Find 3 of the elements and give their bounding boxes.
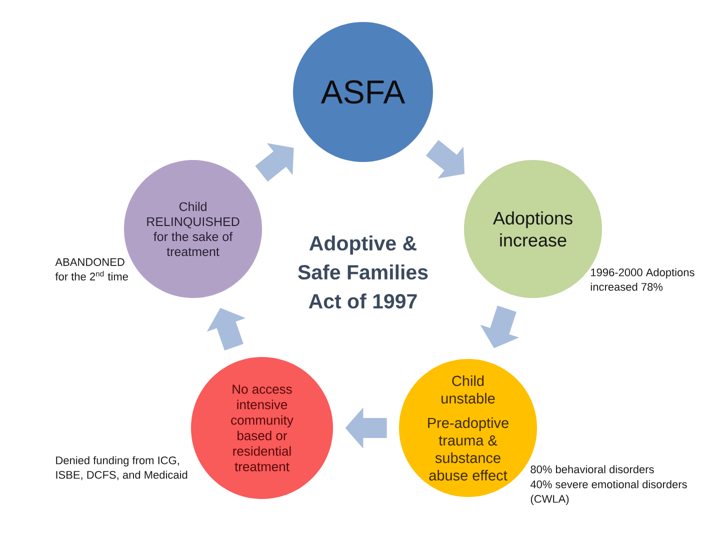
title: Adoptive & Safe Families Act of 1997 [298,235,428,309]
note-text: Denied funding from ICG, ISBE, DCFS, and Medicaid [56,456,188,480]
block-arrow [255,143,294,182]
